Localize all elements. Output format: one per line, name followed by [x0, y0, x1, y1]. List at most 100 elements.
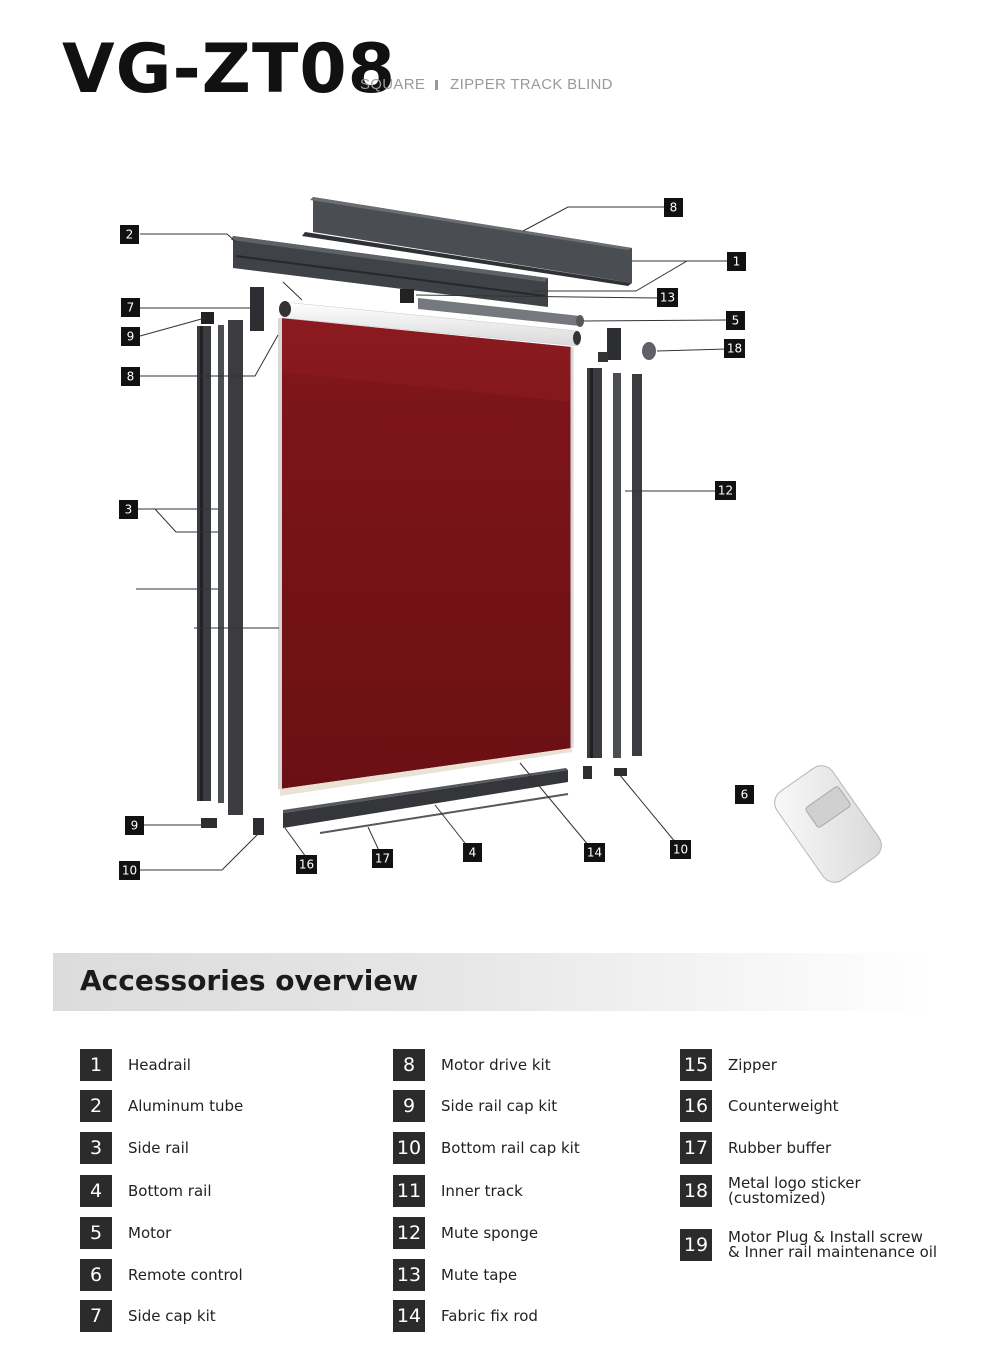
- svg-text:17: 17: [375, 852, 390, 866]
- accessories-banner: Accessories overview: [53, 953, 933, 1011]
- svg-text:10: 10: [673, 843, 688, 857]
- accessory-number: 18: [680, 1175, 712, 1207]
- accessory-number: 5: [80, 1217, 112, 1249]
- accessory-label: Motor Plug & Install screw & Inner rail …: [728, 1228, 938, 1261]
- right-cap-piece: [598, 352, 608, 362]
- callout-badge: 8: [664, 198, 683, 217]
- subtitle-separator: [435, 80, 439, 90]
- left-bottom-cap: [201, 818, 217, 828]
- svg-text:18: 18: [727, 342, 742, 356]
- accessory-number: 7: [80, 1300, 112, 1332]
- svg-text:6: 6: [741, 788, 749, 802]
- motor-tube: [418, 298, 584, 327]
- accessory-number: 16: [680, 1090, 712, 1122]
- right-side-rails: [587, 368, 642, 758]
- accessory-item: 4 Bottom rail: [80, 1175, 211, 1207]
- callout-badge: 7: [121, 298, 140, 317]
- accessory-number: 3: [80, 1132, 112, 1164]
- accessory-number: 1: [80, 1049, 112, 1081]
- accessory-item: 3 Side rail: [80, 1132, 189, 1164]
- accessory-label: Headrail: [128, 1055, 191, 1074]
- section-title: Accessories overview: [80, 964, 419, 997]
- callout-badge: 12: [715, 481, 736, 500]
- right-side-cap: [607, 328, 621, 360]
- accessory-number: 15: [680, 1049, 712, 1081]
- subtitle-type: ZIPPER TRACK BLIND: [450, 76, 613, 93]
- accessory-item: 5 Motor: [80, 1217, 171, 1249]
- callout-badges: 8 2 1 13 7 5 9 18 8 12 3 6 9 10 16 17 4 …: [119, 198, 754, 880]
- accessory-number: 8: [393, 1049, 425, 1081]
- accessory-label: Side cap kit: [128, 1306, 216, 1325]
- fabric-screen: [280, 318, 572, 789]
- accessory-item: 12 Mute sponge: [393, 1217, 538, 1249]
- accessory-item: 2 Aluminum tube: [80, 1090, 243, 1122]
- accessory-item: 13 Mute tape: [393, 1259, 517, 1291]
- svg-text:9: 9: [127, 330, 135, 344]
- accessory-item: 7 Side cap kit: [80, 1300, 216, 1332]
- accessory-label: Fabric fix rod: [441, 1306, 538, 1325]
- product-model-title: VG-ZT08: [62, 30, 396, 109]
- callout-badge: 4: [463, 843, 482, 862]
- subtitle-shape: SQUARE: [360, 76, 426, 93]
- svg-text:8: 8: [127, 370, 135, 384]
- leader-lines: [136, 206, 728, 871]
- accessory-label: Counterweight: [728, 1096, 839, 1115]
- callout-badge: 16: [296, 855, 317, 874]
- accessory-number: 12: [393, 1217, 425, 1249]
- accessory-number: 2: [80, 1090, 112, 1122]
- svg-text:8: 8: [670, 201, 678, 215]
- accessory-label: Motor drive kit: [441, 1055, 551, 1074]
- accessory-item: 8 Motor drive kit: [393, 1049, 551, 1081]
- svg-text:14: 14: [587, 846, 602, 860]
- accessory-number: 11: [393, 1175, 425, 1207]
- svg-text:4: 4: [469, 846, 477, 860]
- side-cap-kit: [250, 287, 264, 331]
- fabric-shade: [280, 318, 572, 402]
- callout-badge: 13: [657, 288, 678, 307]
- callout-badge: 17: [372, 849, 393, 868]
- callout-badge: 18: [724, 339, 745, 358]
- accessory-label: Mute sponge: [441, 1223, 539, 1242]
- right-bottom-cap: [614, 768, 627, 776]
- accessory-number: 17: [680, 1132, 712, 1164]
- accessory-number: 9: [393, 1090, 425, 1122]
- accessory-item: 1 Headrail: [80, 1049, 191, 1081]
- accessory-number: 10: [393, 1132, 425, 1164]
- roller-tube: [279, 301, 581, 347]
- callout-badge: 1: [727, 252, 746, 271]
- logo-sticker: [642, 342, 656, 360]
- svg-text:10: 10: [122, 864, 137, 878]
- accessory-label: Aluminum tube: [128, 1096, 244, 1115]
- svg-text:13: 13: [660, 291, 675, 305]
- accessory-number: 14: [393, 1300, 425, 1332]
- accessory-label: Side rail: [128, 1138, 189, 1157]
- left-side-rails: [197, 312, 243, 815]
- accessory-number: 13: [393, 1259, 425, 1291]
- accessory-number: 6: [80, 1259, 112, 1291]
- accessory-label: Remote control: [128, 1265, 243, 1284]
- motor-head: [400, 289, 414, 303]
- product-subtitle: SQUARE ZIPPER TRACK BLIND: [360, 76, 613, 93]
- callout-badge: 9: [121, 327, 140, 346]
- accessory-label: Bottom rail: [128, 1181, 212, 1200]
- accessory-number: 4: [80, 1175, 112, 1207]
- accessory-label: Mute tape: [441, 1265, 518, 1284]
- exploded-diagram: 8 2 1 13 7 5 9 18 8 12 3 6 9 10 16 17 4 …: [119, 197, 882, 883]
- callout-badge: 10: [119, 861, 140, 880]
- fabric-bottom-edge: [280, 748, 572, 796]
- svg-text:16: 16: [299, 858, 314, 872]
- headrail-cover: [302, 197, 632, 286]
- callout-badge: 6: [735, 785, 754, 804]
- svg-text:2: 2: [126, 228, 134, 242]
- callout-badge: 10: [670, 840, 691, 859]
- callout-badge: 2: [120, 225, 139, 244]
- callout-badge: 5: [726, 311, 745, 330]
